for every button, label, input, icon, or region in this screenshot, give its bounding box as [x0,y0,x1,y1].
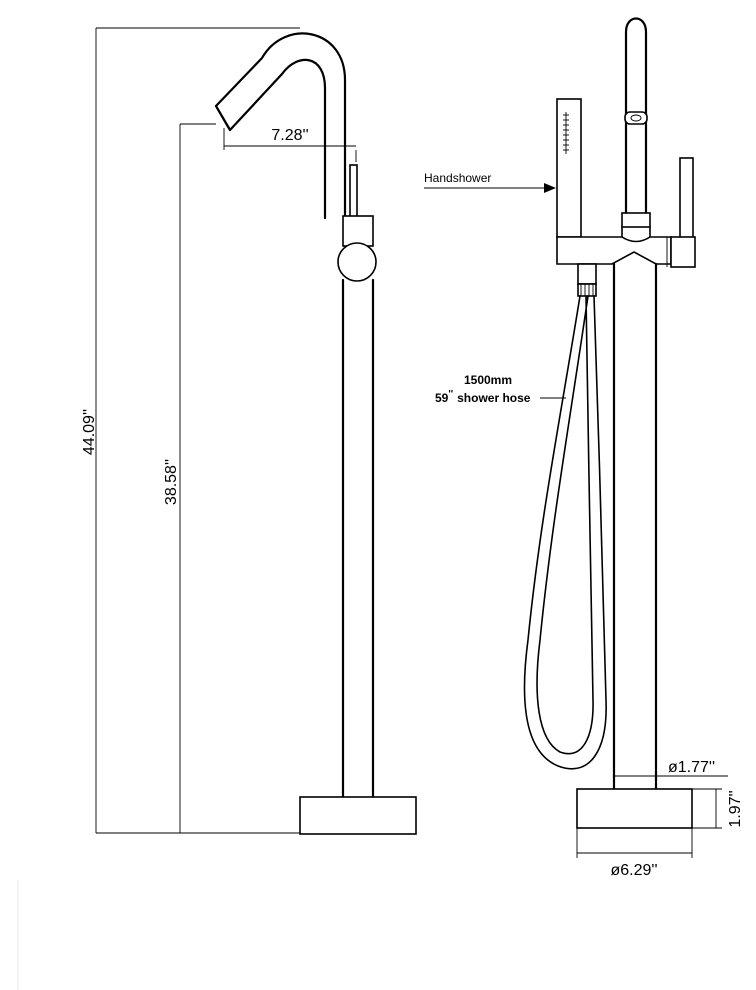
spout-height-dimension: 38.58'' [163,123,216,833]
spout-tip [214,104,232,132]
handshower-callout: Handshower [424,171,556,193]
hose-nut [577,283,597,297]
pipe-diameter-label: ø1.77'' [668,759,715,776]
hose-length-mm-label: 1500mm [464,373,512,387]
main-column [341,278,375,799]
handle-knob [337,242,377,282]
tube-collar [621,212,651,228]
side-view: 44.09'' 38.58'' 7.28'' [81,27,417,835]
overall-height-dimension: 44.09'' [81,27,300,834]
hose-callout: 1500mm 59''shower hose [435,373,566,405]
front-view: ø1.77'' 1.97'' ø6.29'' Handshower 1500mm [424,17,744,879]
front-spout-tube [624,17,648,217]
spray-nozzles [563,114,569,151]
spout-reach-dimension: 7.28'' [223,127,357,162]
base-height-dimension: 1.97'' [692,788,744,829]
base-height-label: 1.97'' [727,790,744,827]
valve-cradle-body [556,236,672,265]
spout-height-label: 38.58'' [163,459,180,505]
front-main-column [612,262,658,791]
handshower-label: Handshower [424,171,491,185]
valve-body [342,215,374,247]
shower-hose-outer [523,295,607,770]
base-diameter-dimension: ø6.29'' [576,828,693,879]
handshower-body [556,98,582,238]
aerator-ring [624,111,648,125]
overall-height-label: 44.09'' [81,409,98,455]
base-diameter-label: ø6.29'' [610,862,657,879]
spout-gooseneck [214,32,347,220]
arrow-icon [544,183,556,193]
spout-reach-label: 7.28'' [271,127,308,144]
base-plate [299,796,417,835]
lever-housing [670,236,696,268]
hose-connector [577,263,597,285]
side-lever [679,157,694,241]
shower-hose-inner [536,295,594,755]
pipe-diameter-dimension: ø1.77'' [614,759,728,777]
handle-lever [349,164,358,218]
front-base-plate [576,788,693,829]
hose-length-in-label: 59''shower hose [435,389,531,405]
